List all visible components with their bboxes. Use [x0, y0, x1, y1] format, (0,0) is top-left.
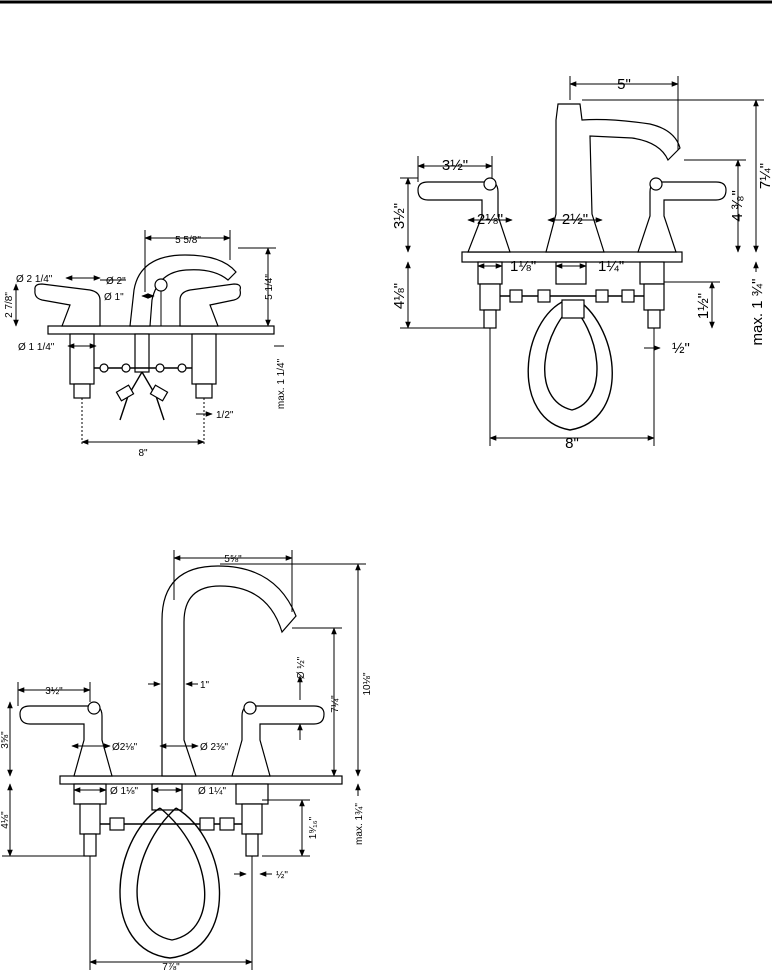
fig-c-spout-reach-label: 5⅝" — [224, 554, 242, 565]
fig-c-spout-neck-label: 1" — [200, 680, 210, 691]
fig-b-spout-base-dia-label: 2½" — [562, 211, 588, 228]
figure-a-centerset-faucet: 8" 5 5/8" 5 1/4" 2 7/8" Ø 2 1/4" Ø 2" Ø … — [4, 230, 287, 459]
fig-c-max-deck-label: max. 1¾" — [354, 803, 365, 845]
fig-c-hose-connection-label: 1⁹⁄₁₆" — [308, 816, 319, 839]
fig-c-shank-length-label: 4⅛" — [0, 811, 11, 829]
fig-b-shank-length-label: 4⅛" — [391, 283, 408, 309]
fig-c-handle-hole-dia-label: Ø 1⅛" — [110, 786, 138, 797]
fig-a-spout-reach-label: 5 5/8" — [175, 235, 201, 246]
fig-b-spout-reach-label: 5" — [617, 76, 631, 93]
fig-a-spout-hole-dia-label: Ø 1" — [104, 292, 124, 303]
figure-b-widespread-faucet: 5" 7¼" 4 ³⁄₈" 3½" 3½" 2⅛" 2½" 1⅛" 1¼" 4⅛… — [391, 76, 772, 452]
fig-b-max-deck-label: max. 1 ¾" — [749, 278, 766, 345]
fig-b-supply-thread-label: ½" — [672, 340, 690, 357]
fig-c-supply-thread-label: ½" — [276, 870, 288, 881]
fig-b-spout-height-label: 4 ³⁄₈" — [729, 190, 746, 222]
fig-c-handle-length-label: 3½" — [45, 686, 63, 697]
fig-a-max-deck-label: max. 1 1/4" — [276, 358, 287, 409]
fig-a-handle-height-label: 2 7/8" — [4, 292, 15, 318]
fig-b-hose-connection-label: 1½" — [695, 293, 712, 319]
fig-c-handle-height-label: 3⅝" — [0, 731, 11, 749]
fig-c-overall-height-label: 10⅛" — [362, 672, 373, 695]
fig-b-spread-label: 8" — [565, 435, 579, 452]
fig-b-spout-hole-dia-label: 1¼" — [598, 258, 624, 275]
fig-a-supply-thread-label: 1/2" — [216, 410, 234, 421]
fig-b-handle-hole-dia-label: 1⅛" — [510, 258, 536, 275]
fig-a-spread-label: 8" — [138, 448, 148, 459]
fig-c-spout-base-dia-label: Ø 2⅜" — [200, 742, 228, 753]
fig-a-shank-dia-label: Ø 1 1/4" — [18, 342, 55, 353]
fig-b-handle-base-dia-label: 2⅛" — [477, 211, 503, 228]
fig-c-spread-label: 7⅞" — [162, 962, 180, 973]
fig-c-spout-dia-label: Ø ½" — [296, 656, 307, 679]
fig-a-spout-base-dia-label: Ø 2" — [106, 276, 126, 287]
fig-b-handle-height-label: 3½" — [391, 203, 408, 229]
fig-c-handle-base-dia-label: Ø2⅛" — [112, 742, 138, 753]
fig-a-handle-base-dia-label: Ø 2 1/4" — [16, 274, 53, 285]
fig-b-handle-length-label: 3½" — [442, 157, 468, 174]
fig-a-spout-height-label: 5 1/4" — [264, 274, 275, 300]
fig-b-overall-height-label: 7¼" — [757, 163, 772, 189]
figure-c-high-arc-faucet: 5⅝" 10⅛" Ø ½" 7¼" 1" 3½" 3⅝" Ø2⅛" Ø 2⅜" … — [0, 550, 373, 973]
fig-c-spout-hole-dia-label: Ø 1¼" — [198, 785, 226, 797]
fig-c-spout-height-label: 7¼" — [329, 695, 341, 713]
